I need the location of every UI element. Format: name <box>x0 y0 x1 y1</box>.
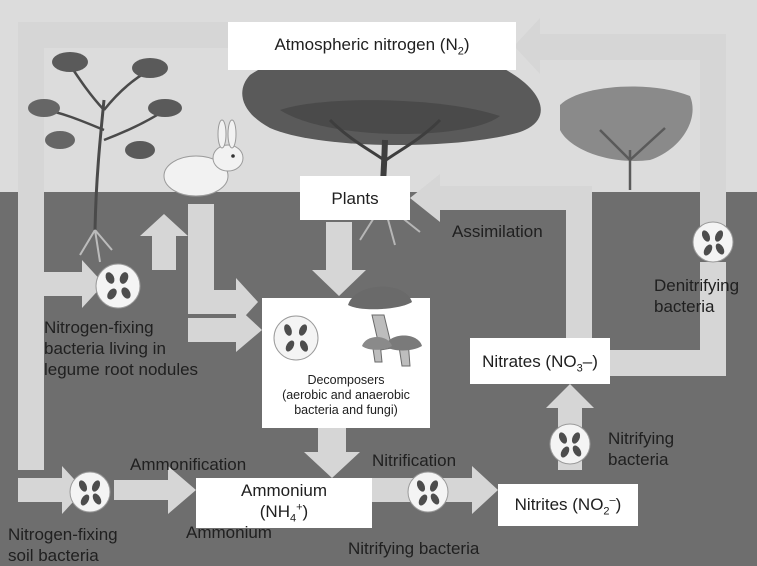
soil-bacteria-line-1: Nitrogen-fixing <box>8 524 118 545</box>
nitrifying-upper-line-1: Nitrifying <box>608 428 674 449</box>
ammonification-label: Ammonification <box>130 454 246 475</box>
ammonification-text: Ammonification <box>130 455 246 474</box>
ammonium-lower-label: Ammonium <box>186 522 272 543</box>
assimilation-text: Assimilation <box>452 222 543 241</box>
ammonium-box-line-1: Ammonium <box>196 480 372 501</box>
plants-text: Plants <box>331 189 378 208</box>
bacteria-nitrifying-lower-icon <box>408 472 448 512</box>
nitrites-suffix: ) <box>616 495 622 514</box>
bacteria-nitrifying-upper-icon <box>550 424 590 464</box>
assimilation-label: Assimilation <box>452 221 543 242</box>
bacteria-denitrifying-icon <box>693 222 733 262</box>
ammonium-box-formula: (NH4+) <box>196 501 372 522</box>
arrow-denitrifying-up <box>700 60 726 238</box>
ammonium-formula-prefix: (NH <box>260 502 290 521</box>
nitrogen-fixing-nodules-label: Nitrogen-fixing bacteria living in legum… <box>44 317 198 380</box>
atmosphere-close: ) <box>464 35 470 54</box>
bacteria-soil-icon <box>70 472 110 512</box>
denitrifying-line-2: bacteria <box>654 296 739 317</box>
nodules-line-2: bacteria living in <box>44 338 198 359</box>
nitrifying-bacteria-upper-label: Nitrifying bacteria <box>608 428 674 470</box>
nitrates-label: Nitrates (NO3–) <box>470 351 610 372</box>
nitrifying-bacteria-lower-label: Nitrifying bacteria <box>348 538 479 559</box>
nitrites-sub: 2 <box>603 505 609 517</box>
atmospheric-nitrogen-label: Atmospheric nitrogen (N2) <box>228 34 516 55</box>
nitrates-prefix: Nitrates (NO <box>482 352 576 371</box>
decomposers-line-1: Decomposers <box>262 373 430 388</box>
denitrifying-bacteria-label: Denitrifying bacteria <box>654 275 739 317</box>
decomposers-label: Decomposers (aerobic and anaerobic bacte… <box>262 373 430 418</box>
decomposers-line-2: (aerobic and anaerobic <box>262 388 430 403</box>
nitrites-label: Nitrites (NO2–) <box>498 494 638 515</box>
atmosphere-text: Atmospheric nitrogen (N <box>274 35 457 54</box>
ammonium-formula-sub: 4 <box>290 512 296 524</box>
nitrification-label: Nitrification <box>372 450 456 471</box>
ammonium-formula-suffix: ) <box>303 502 309 521</box>
nitrifying-upper-line-2: bacteria <box>608 449 674 470</box>
denitrifying-line-1: Denitrifying <box>654 275 739 296</box>
nitrates-suffix: –) <box>583 352 598 371</box>
bacteria-nodules-icon <box>96 264 140 308</box>
bacteria-decomposers-icon <box>274 316 318 360</box>
soil-bacteria-line-2: soil bacteria <box>8 545 118 566</box>
ammonium-lower-text: Ammonium <box>186 523 272 542</box>
nodules-line-1: Nitrogen-fixing <box>44 317 198 338</box>
plants-label: Plants <box>300 188 410 209</box>
decomposers-line-3: bacteria and fungi) <box>262 403 430 418</box>
nodules-line-3: legume root nodules <box>44 359 198 380</box>
nitrifying-lower-text: Nitrifying bacteria <box>348 539 479 558</box>
ammonium-box-label: Ammonium (NH4+) <box>196 480 372 522</box>
nitrogen-fixing-soil-label: Nitrogen-fixing soil bacteria <box>8 524 118 566</box>
nitrification-text: Nitrification <box>372 451 456 470</box>
nitrites-prefix: Nitrites (NO <box>515 495 604 514</box>
